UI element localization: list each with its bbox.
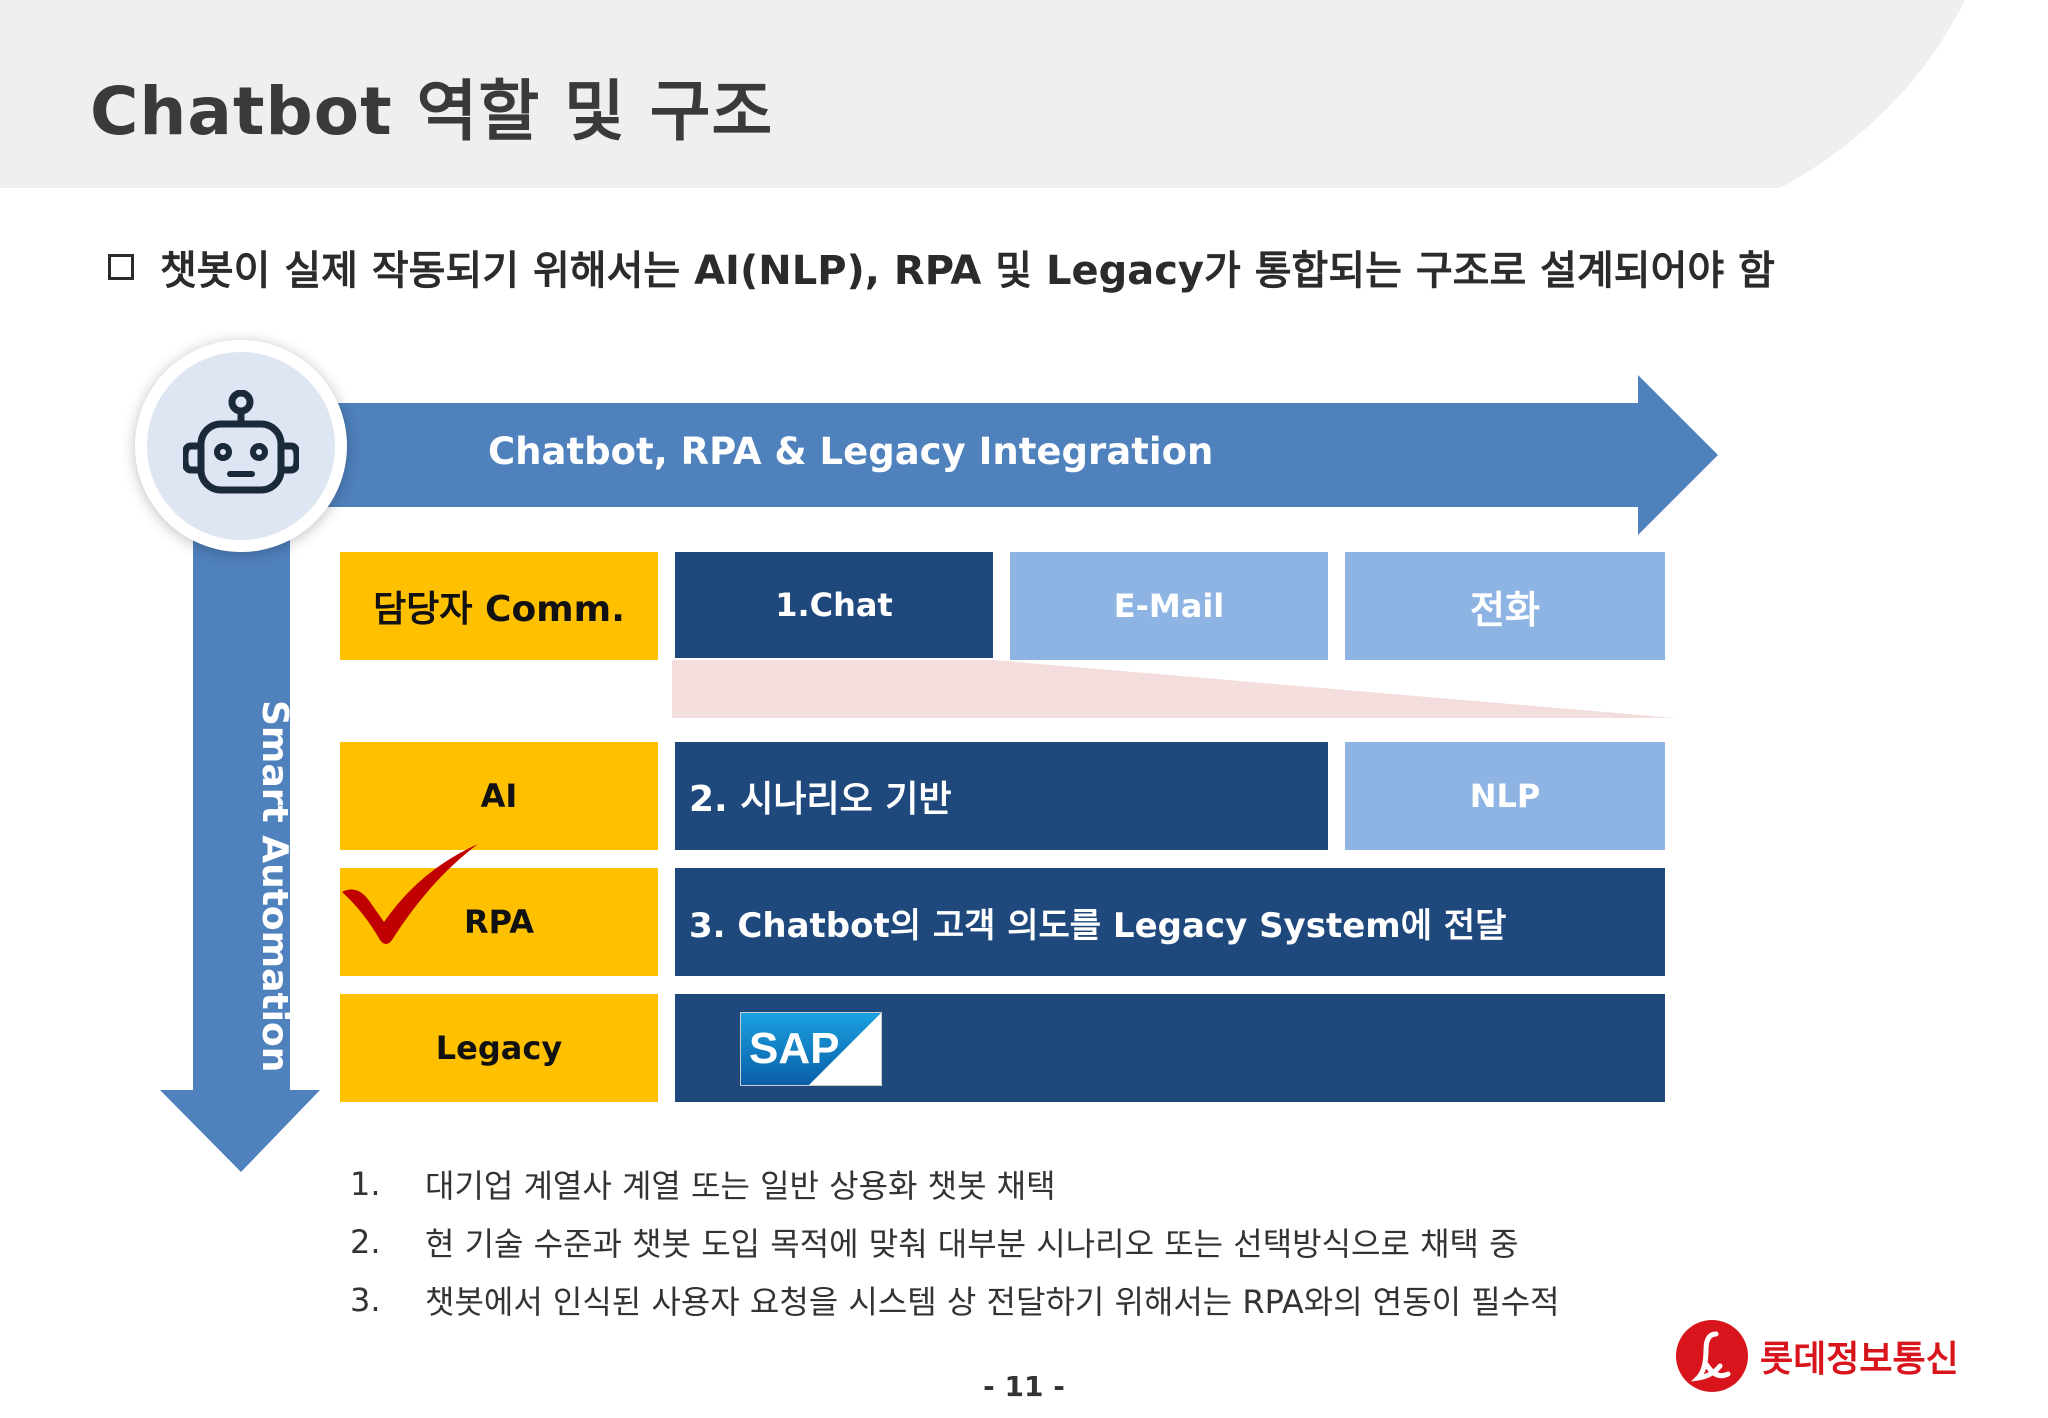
- note-item: 2. 현 기술 수준과 챗봇 도입 목적에 맞춰 대부분 시나리오 또는 선택방…: [350, 1213, 1560, 1271]
- page-number: - 11 -: [983, 1370, 1065, 1403]
- robot-avatar-bg: [147, 352, 335, 540]
- vertical-arrow: [160, 420, 320, 1172]
- company-logo: 롯데정보통신: [1676, 1320, 1959, 1392]
- robot-avatar: [135, 340, 347, 552]
- note-item: 3. 챗봇에서 인식된 사용자 요청을 시스템 상 전달하기 위해서는 RPA와…: [350, 1271, 1560, 1329]
- note-text: 대기업 계열사 계열 또는 일반 상용화 챗봇 채택: [425, 1167, 1056, 1205]
- checkbox-bullet-icon: [108, 254, 134, 280]
- email-cell: E-Mail: [1010, 552, 1328, 660]
- note-number: 2.: [350, 1223, 381, 1261]
- note-item: 1. 대기업 계열사 계열 또는 일반 상용화 챗봇 채택: [350, 1155, 1560, 1213]
- note-text: 챗봇에서 인식된 사용자 요청을 시스템 상 전달하기 위해서는 RPA와의 연…: [425, 1283, 1560, 1321]
- sap-logo-graphic: SAP: [741, 1013, 881, 1085]
- subtitle-text: 챗봇이 실제 작동되기 위해서는 AI(NLP), RPA 및 Legacy가 …: [160, 248, 1775, 294]
- scenario-cell: 2. 시나리오 기반: [675, 742, 1328, 850]
- legacy-label-cell: Legacy: [340, 994, 658, 1102]
- nlp-cell: NLP: [1345, 742, 1665, 850]
- vertical-arrow-label: Smart Automation: [254, 700, 295, 1073]
- notes-list: 1. 대기업 계열사 계열 또는 일반 상용화 챗봇 채택 2. 현 기술 수준…: [350, 1155, 1560, 1329]
- sap-logo-text: SAP: [749, 1024, 839, 1073]
- subtitle-line: 챗봇이 실제 작동되기 위해서는 AI(NLP), RPA 및 Legacy가 …: [108, 238, 1775, 296]
- phone-cell: 전화: [1345, 552, 1665, 660]
- note-number: 3.: [350, 1281, 381, 1319]
- red-checkmark-icon: [342, 844, 478, 944]
- note-text: 현 기술 수준과 챗봇 도입 목적에 맞춰 대부분 시나리오 또는 선택방식으로…: [425, 1225, 1519, 1263]
- horizontal-arrow: [300, 375, 1718, 535]
- comm-label-cell: 담당자 Comm.: [340, 552, 658, 660]
- lotte-logo-icon: [1676, 1320, 1748, 1392]
- horizontal-arrow-label: Chatbot, RPA & Legacy Integration: [488, 430, 1214, 473]
- delivery-cell: 3. Chatbot의 고객 의도를 Legacy System에 전달: [675, 868, 1665, 976]
- company-logo-text: 롯데정보통신: [1760, 1339, 1959, 1380]
- header-band: [0, 0, 1965, 188]
- note-number: 1.: [350, 1165, 381, 1203]
- sap-logo: SAP: [740, 1012, 882, 1086]
- ai-label-cell: AI: [340, 742, 658, 850]
- robot-icon: [183, 390, 299, 494]
- chat-cell: 1.Chat: [675, 552, 993, 658]
- page-title: Chatbot 역할 및 구조: [90, 73, 774, 150]
